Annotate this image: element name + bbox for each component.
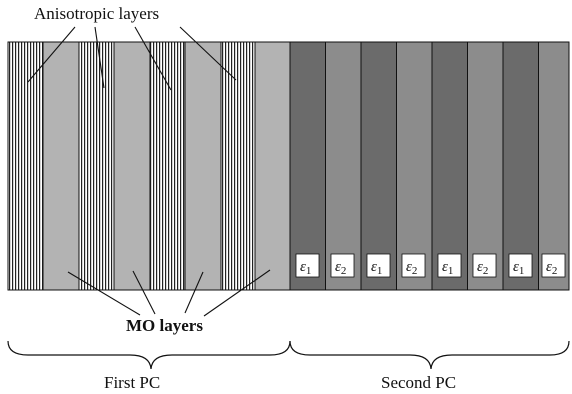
second-pc-layers [289, 41, 570, 291]
epsilon2-layer [325, 41, 362, 291]
epsilon-symbol: ε [513, 259, 519, 275]
mo-pointer-line [132, 270, 156, 315]
second-pc-brace [289, 340, 570, 370]
mo-pointer-line [184, 271, 204, 314]
epsilon1-layer [360, 41, 397, 291]
epsilon-subscript: 1 [377, 265, 383, 277]
anisotropic-layer [149, 41, 186, 291]
epsilon-tag: ε1 [295, 253, 320, 278]
anisotropic-pointer-line [179, 26, 237, 81]
epsilon2-layer [538, 41, 570, 291]
epsilon1-layer [289, 41, 326, 291]
anisotropic-layer [220, 41, 256, 291]
epsilon-symbol: ε [300, 259, 306, 275]
epsilon1-layer [431, 41, 468, 291]
anisotropic-layers-label: Anisotropic layers [34, 4, 159, 23]
epsilon-subscript: 2 [341, 265, 347, 277]
epsilon-subscript: 1 [519, 265, 525, 277]
epsilon-tag: ε2 [472, 253, 497, 278]
epsilon-tag-box [541, 253, 566, 278]
mo-layer [254, 41, 291, 291]
second-pc-label: Second PC [381, 373, 456, 392]
first-pc-label: First PC [104, 373, 160, 392]
anisotropic-pointer-line [134, 26, 172, 91]
epsilon-symbol: ε [442, 259, 448, 275]
mo-layer [184, 41, 222, 291]
epsilon-tag-text: ε1 [300, 259, 311, 277]
epsilon-tag: ε2 [330, 253, 355, 278]
epsilon-tag-box [401, 253, 426, 278]
first-pc-brace [7, 340, 291, 370]
epsilon-subscript: 2 [483, 265, 489, 277]
epsilon-tag: ε2 [401, 253, 426, 278]
epsilon-symbol: ε [371, 259, 377, 275]
epsilon-subscript: 1 [306, 265, 312, 277]
epsilon-tag-box [472, 253, 497, 278]
epsilon2-layer [396, 41, 433, 291]
mo-layer [42, 41, 80, 291]
epsilon-tag-text: ε2 [477, 259, 488, 277]
epsilon-tag-box [366, 253, 391, 278]
epsilon-tag-text: ε2 [335, 259, 346, 277]
mo-pointer-lines [67, 269, 271, 317]
epsilon-subscript: 1 [448, 265, 454, 277]
epsilon1-layer [502, 41, 539, 291]
epsilon-tag-text: ε1 [371, 259, 382, 277]
epsilon-tag-box [330, 253, 355, 278]
anisotropic-layer [7, 41, 44, 291]
epsilon-symbol: ε [335, 259, 341, 275]
anisotropic-pointer-line [27, 26, 76, 83]
epsilon-tag-text: ε2 [406, 259, 417, 277]
epsilon-tag: ε1 [437, 253, 462, 278]
epsilon-symbol: ε [477, 259, 483, 275]
mo-pointer-line [67, 271, 141, 316]
mo-layers-label: MO layers [126, 316, 203, 335]
first-pc-layers [7, 41, 291, 291]
epsilon-subscript: 2 [412, 265, 418, 277]
epsilon-tag: ε2 [541, 253, 566, 278]
epsilon-tags: ε1 ε2 ε1 ε2 ε1 ε2 ε1 ε2 [295, 253, 566, 278]
epsilon-tag-text: ε1 [513, 259, 524, 277]
epsilon-tag-box [295, 253, 320, 278]
epsilon-symbol: ε [406, 259, 412, 275]
mo-pointer-line [203, 269, 271, 317]
anisotropic-pointer-lines [27, 26, 237, 91]
epsilon-tag: ε1 [366, 253, 391, 278]
epsilon-tag-text: ε1 [442, 259, 453, 277]
epsilon-tag-box [508, 253, 533, 278]
epsilon-tag-box [437, 253, 462, 278]
anisotropic-layer [78, 41, 115, 291]
epsilon-tag: ε1 [508, 253, 533, 278]
epsilon-subscript: 2 [552, 265, 558, 277]
mo-layer [113, 41, 151, 291]
anisotropic-pointer-line [94, 26, 105, 89]
epsilon-symbol: ε [546, 259, 552, 275]
epsilon-tag-text: ε2 [546, 259, 557, 277]
epsilon2-layer [467, 41, 504, 291]
